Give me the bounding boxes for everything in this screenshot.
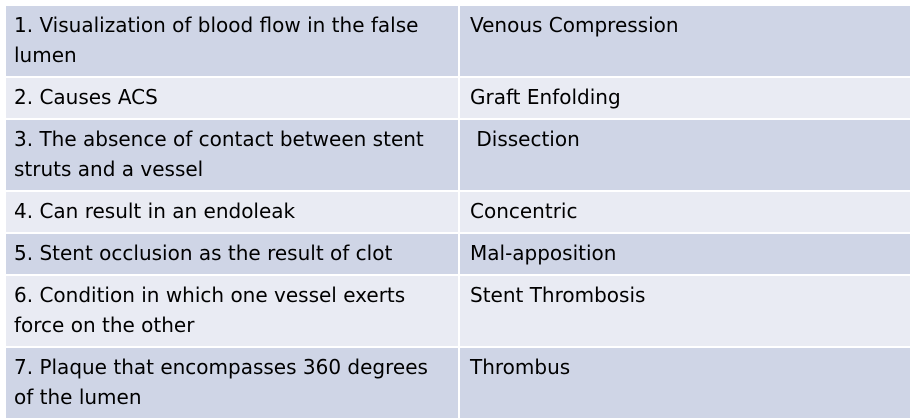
term-cell: Venous Compression	[458, 4, 912, 78]
term-cell: Thrombus	[458, 346, 912, 420]
definition-cell: 2. Causes ACS	[4, 76, 460, 120]
term-cell: Graft Enfolding	[458, 76, 912, 120]
matching-table: 1. Visualization of blood flow in the fa…	[4, 4, 912, 420]
matching-table-container: 1. Visualization of blood flow in the fa…	[4, 4, 912, 420]
table-row: 7. Plaque that encompasses 360 degrees o…	[4, 346, 912, 420]
table-row: 2. Causes ACS Graft Enfolding	[4, 76, 912, 120]
term-cell: Stent Thrombosis	[458, 274, 912, 348]
table-row: 6. Condition in which one vessel exerts …	[4, 274, 912, 348]
table-row: 1. Visualization of blood flow in the fa…	[4, 4, 912, 78]
definition-cell: 3. The absence of contact between stent …	[4, 118, 460, 192]
definition-cell: 6. Condition in which one vessel exerts …	[4, 274, 460, 348]
definition-cell: 5. Stent occlusion as the result of clot	[4, 232, 460, 276]
definition-cell: 4. Can result in an endoleak	[4, 190, 460, 234]
definition-cell: 1. Visualization of blood flow in the fa…	[4, 4, 460, 78]
definition-cell: 7. Plaque that encompasses 360 degrees o…	[4, 346, 460, 420]
term-cell: Mal-apposition	[458, 232, 912, 276]
table-row: 4. Can result in an endoleak Concentric	[4, 190, 912, 234]
term-cell: Concentric	[458, 190, 912, 234]
table-row: 3. The absence of contact between stent …	[4, 118, 912, 192]
term-cell: Dissection	[458, 118, 912, 192]
table-row: 5. Stent occlusion as the result of clot…	[4, 232, 912, 276]
